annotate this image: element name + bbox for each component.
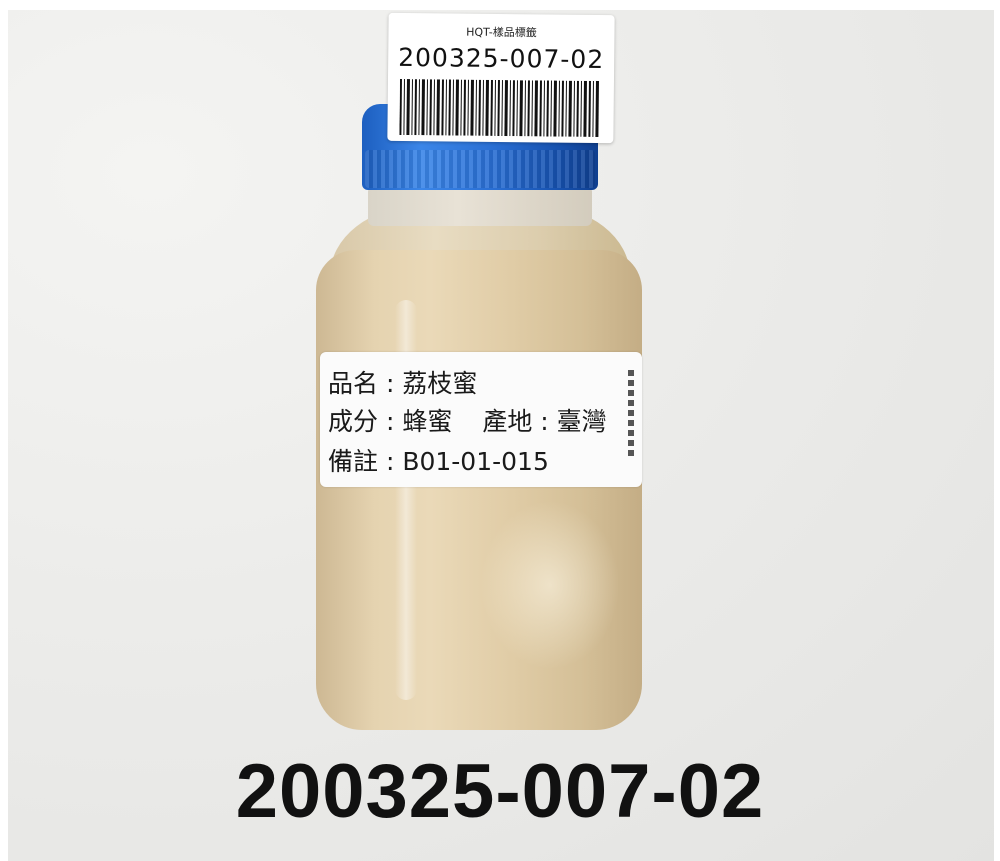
ingredient-origin-line: 成分 : 蜂蜜產地 : 臺灣 <box>328 402 607 438</box>
sample-id-caption: 200325-007-02 <box>235 749 765 834</box>
label-fine-print <box>626 370 636 470</box>
barcode-label-header: HQT-樣品標籤 <box>466 25 537 40</box>
product-name: 品名 : 荔枝蜜 <box>328 369 478 398</box>
photo-border-left <box>0 0 8 861</box>
barcode-icon <box>399 78 599 138</box>
remark-text: 備註 : B01-01-015 <box>328 447 549 476</box>
cap-ridges <box>365 150 595 188</box>
photo-border-top <box>0 0 1000 10</box>
bottle-neck <box>368 186 592 226</box>
product-label: 品名 : 荔枝蜜 成分 : 蜂蜜產地 : 臺灣 備註 : B01-01-015 <box>320 352 642 487</box>
fine-print-marks <box>628 370 634 456</box>
origin-text: 產地 : 臺灣 <box>482 407 607 436</box>
barcode-label-code: 200325-007-02 <box>398 42 605 75</box>
photo-border-right <box>994 0 1000 861</box>
ingredient-text: 成分 : 蜂蜜 <box>328 407 453 436</box>
crystallized-sediment <box>480 500 620 670</box>
barcode-label: HQT-樣品標籤 200325-007-02 <box>387 12 615 144</box>
